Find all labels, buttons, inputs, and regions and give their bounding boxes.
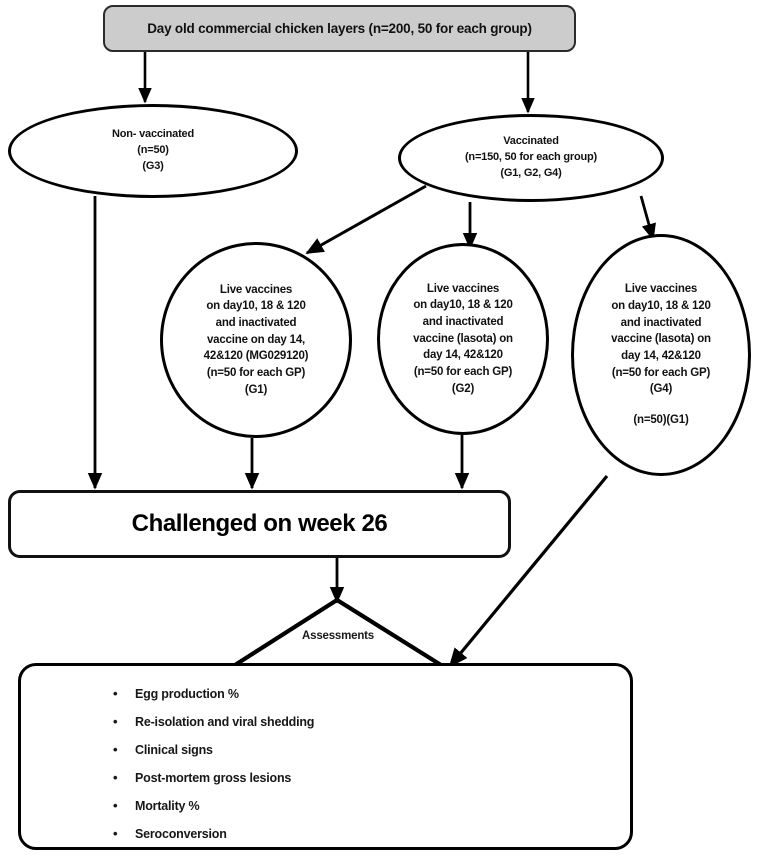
outcome-list-item: Clinical signs xyxy=(113,743,630,757)
outcomes-list: Egg production % Re-isolation and viral s… xyxy=(21,666,630,841)
g1-line-2: on day10, 18 & 120 xyxy=(206,300,306,313)
node-non-vaccinated-text: Non- vaccinated (n=50) (G3) xyxy=(102,127,204,175)
outcome-list-item: Mortality % xyxy=(113,799,630,813)
g1-line-6: (n=50 for each GP) xyxy=(206,367,306,379)
g4-line-4: vaccine (lasota) on xyxy=(611,333,711,346)
g4-line-1: Live vaccines xyxy=(624,283,698,296)
g2-line-1: Live vaccines xyxy=(426,282,500,295)
g1-line-1: Live vaccines xyxy=(219,283,293,296)
non-vaccinated-line-1: Non- vaccinated xyxy=(112,128,194,141)
g1-line-3: and inactivated xyxy=(215,316,297,329)
node-group-g2: Live vaccines on day10, 18 & 120 and ina… xyxy=(377,243,549,435)
assessments-label: Assessments xyxy=(302,630,374,642)
outcome-list-item: Re-isolation and viral shedding xyxy=(113,715,630,729)
non-vaccinated-line-3: (G3) xyxy=(142,159,164,172)
non-vaccinated-line-2: (n=50) xyxy=(137,144,169,157)
g1-line-5: 42&120 (MG029120) xyxy=(203,350,309,363)
g4-line-8: (n=50)(G1) xyxy=(633,414,689,427)
challenge-box: Challenged on week 26 xyxy=(8,490,511,558)
node-group-g1: Live vaccines on day10, 18 & 120 and ina… xyxy=(160,242,352,438)
node-vaccinated: Vaccinated (n=150, 50 for each group) (G… xyxy=(398,114,664,202)
outcome-list-item: Seroconversion xyxy=(113,827,630,841)
g2-line-4: vaccine (lasota) on xyxy=(413,332,513,345)
vaccinated-line-1: Vaccinated xyxy=(503,135,559,148)
node-group-g1-text: Live vaccines on day10, 18 & 120 and ina… xyxy=(194,282,319,399)
g2-line-3: and inactivated xyxy=(422,315,504,328)
challenge-box-label: Challenged on week 26 xyxy=(131,510,388,537)
node-group-g4: Live vaccines on day10, 18 & 120 and ina… xyxy=(571,234,751,476)
node-vaccinated-text: Vaccinated (n=150, 50 for each group) (G… xyxy=(455,134,607,182)
outcome-list-item: Post-mortem gross lesions xyxy=(113,771,630,785)
g4-line-3: and inactivated xyxy=(620,316,702,329)
vaccinated-line-2: (n=150, 50 for each group) xyxy=(464,151,598,164)
outcomes-box: Egg production % Re-isolation and viral s… xyxy=(18,663,633,850)
title-box-label: Day old commercial chicken layers (n=200… xyxy=(147,21,532,36)
g4-line-6: (n=50 for each GP) xyxy=(611,366,711,379)
g2-line-6: (n=50 for each GP) xyxy=(413,366,513,378)
edge-vaccinated-to-g4 xyxy=(639,195,656,241)
vaccinated-line-3: (G1, G2, G4) xyxy=(500,166,562,179)
g2-line-5: day 14, 42&120 xyxy=(423,349,503,362)
edge-vaccinated-to-g1 xyxy=(305,184,427,255)
g2-line-7: (G2) xyxy=(451,382,475,395)
title-box: Day old commercial chicken layers (n=200… xyxy=(103,5,576,52)
node-group-g4-text: Live vaccines on day10, 18 & 120 and ina… xyxy=(601,281,721,428)
g1-line-4: vaccine on day 14, xyxy=(206,333,306,346)
node-non-vaccinated: Non- vaccinated (n=50) (G3) xyxy=(8,104,298,198)
node-group-g2-text: Live vaccines on day10, 18 & 120 and ina… xyxy=(403,281,523,398)
g2-line-2: on day10, 18 & 120 xyxy=(413,299,513,312)
g1-line-7: (G1) xyxy=(244,383,268,396)
outcome-list-item: Egg production % xyxy=(113,687,630,701)
g4-line-5: day 14, 42&120 xyxy=(621,350,701,362)
g4-line-7: (G4) xyxy=(649,383,673,396)
g4-line-2: on day10, 18 & 120 xyxy=(611,299,711,312)
